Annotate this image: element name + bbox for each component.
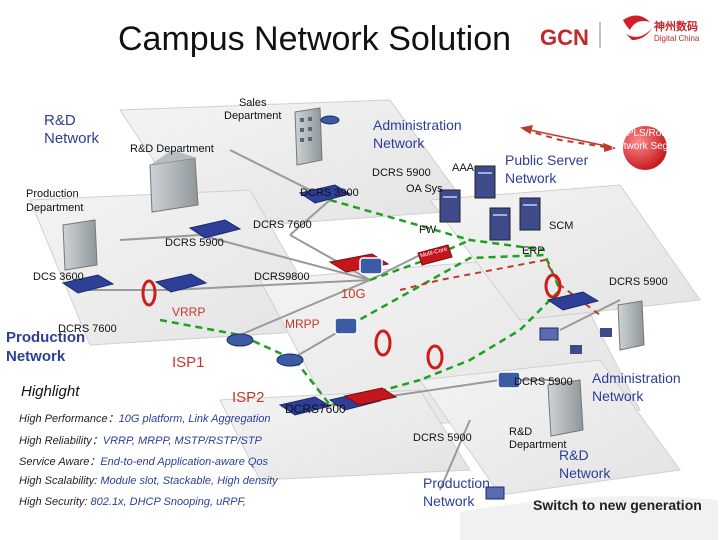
multicore-firewall [417, 244, 453, 266]
building-rd [149, 150, 199, 213]
device-dcrs-5900-right: DCRS 5900 [609, 276, 668, 288]
highlight-item: High Performance：10G platform, Link Aggr… [19, 410, 271, 426]
highlight-item-label: Service Aware： [19, 456, 101, 468]
highlight-heading: Highlight [21, 383, 80, 400]
highlight-item-value: End-to-end Application-aware Qos [100, 456, 269, 468]
oa-sys-label: OA Sys [406, 183, 443, 195]
rd-department-right-label: R&D Department [509, 426, 567, 451]
mpls-routing-label: MPLS/Routing Network Segment [611, 128, 691, 152]
highlight-item: High Reliability：VRRP, MRPP, MSTP/RSTP/S… [19, 432, 262, 448]
ap-boxes [485, 327, 559, 500]
mpls-arrow [520, 125, 617, 152]
device-dcrs-7600-center: DCRS7600 [285, 402, 346, 416]
building-sales [294, 107, 323, 166]
loop-markers [141, 273, 562, 370]
sales-department-label: Sales Department [224, 97, 282, 122]
public-server-network-label: Public Server Network [505, 152, 589, 186]
highlight-item-value: Module slot, Stackable, High density [100, 475, 278, 487]
administration-network-right-label: Administration Network [592, 370, 681, 404]
device-dcs-3600: DCS 3600 [33, 271, 84, 283]
link-isp1-label: ISP1 [172, 354, 205, 371]
rd-network-label: R&D Network [44, 112, 100, 147]
device-dcrs-5900-left: DCRS 5900 [165, 237, 224, 249]
highlight-item: Service Aware：End-to-end Application-awa… [19, 453, 268, 469]
erp-label: ERP [522, 245, 545, 257]
fw-label: FW [419, 224, 437, 236]
device-dcrs-5900-mid: DCRS 5900 [514, 376, 573, 388]
rd-network-right-label: R&D Network [559, 447, 611, 481]
highlight-item-label: High Scalability: [19, 475, 101, 487]
green-dashed-links [159, 198, 562, 407]
administration-network-label: Administration Network [373, 117, 462, 151]
router-icons [226, 115, 340, 367]
l3-switch-hubs [334, 257, 521, 389]
production-network-right-label: Production Network [423, 475, 490, 509]
device-dcrs-7600-left: DCRS 7600 [58, 323, 117, 335]
logo-en: Digital China [654, 34, 700, 43]
highlight-item-value: 10G platform, Link Aggregation [118, 413, 271, 425]
highlight-item-label: High Security: [19, 496, 91, 508]
link-isp2-label: ISP2 [232, 389, 265, 406]
link-mrpp-label: MRPP [285, 317, 320, 331]
building-admin-right [617, 300, 645, 351]
mpls-cloud [623, 126, 667, 170]
device-dcrs-5900-top: DCRS 5900 [372, 167, 431, 179]
logo-cn: 神州数码 [654, 21, 698, 33]
switch-icons [61, 184, 600, 416]
device-dcrs-5900-bottom: DCRS 5900 [413, 432, 472, 444]
highlight-item-value: 802.1x, DHCP Snooping, uRPF, [90, 496, 246, 508]
link-vrrp-label: VRRP [172, 305, 206, 319]
highlight-item-label: High Performance： [19, 413, 119, 425]
scm-label: SCM [549, 220, 574, 232]
gcn-logo-text: GCN [540, 25, 589, 50]
page-title: Campus Network Solution [118, 20, 512, 58]
digital-china-logo-mark [623, 15, 652, 40]
pc-icons [570, 328, 612, 354]
production-network-label: Production Network [6, 329, 86, 365]
highlight-item: High Scalability: Module slot, Stackable… [19, 475, 278, 487]
footer-slogan: Switch to new generation [533, 497, 702, 513]
aaa-label: AAA [452, 162, 475, 174]
device-dcrs-9800: DCRS9800 [254, 271, 310, 283]
building-rd-right [547, 379, 584, 437]
highlight-item: High Security: 802.1x, DHCP Snooping, uR… [19, 496, 246, 508]
link-10g-label: 10G [341, 286, 366, 301]
rd-department-label: R&D Department [130, 143, 214, 155]
footer-swoosh [460, 496, 718, 540]
production-department-label: Production Department [26, 188, 84, 214]
red-dashed-links [399, 129, 613, 316]
highlight-item-label: High Reliability： [19, 435, 103, 447]
device-dcrs-3900: DCRS 3900 [300, 187, 359, 199]
highlight-item-value: VRRP, MRPP, MSTP/RSTP/STP [102, 435, 262, 447]
building-production [62, 219, 98, 271]
device-dcrs-7600-top: DCRS 7600 [253, 219, 312, 231]
